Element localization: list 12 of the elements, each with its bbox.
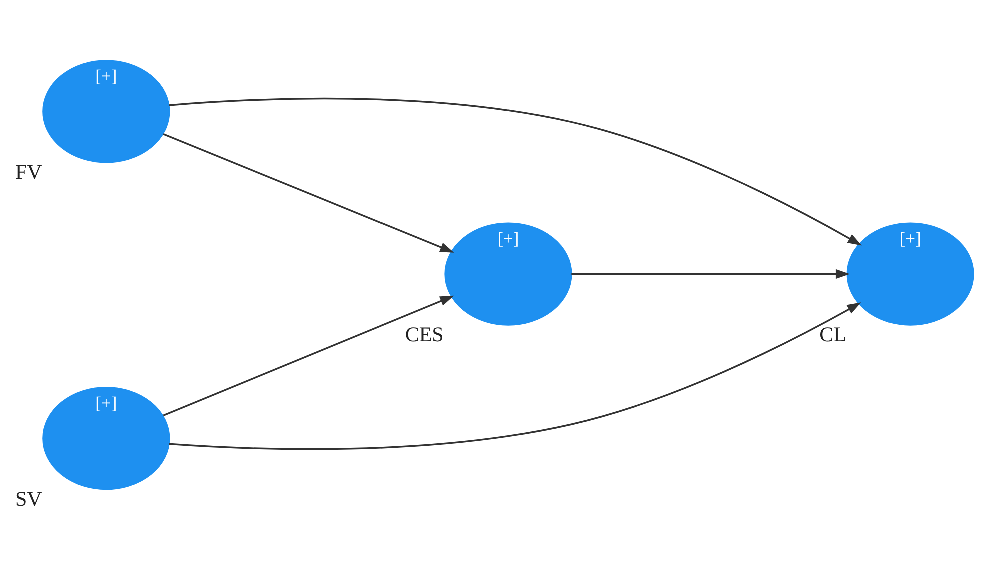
node-label: CL — [820, 322, 846, 347]
arrow — [169, 98, 862, 246]
arrow — [163, 296, 454, 417]
arrow — [572, 269, 850, 280]
node-ellipse: [+] — [444, 222, 572, 326]
node-ellipse: [+] — [42, 60, 170, 164]
arrow — [163, 133, 454, 253]
node-ellipse: [+] — [42, 387, 170, 490]
arrow — [169, 302, 862, 450]
node-label: FV — [16, 160, 42, 184]
node-label: CES — [405, 322, 444, 347]
node-label: SV — [16, 487, 42, 512]
